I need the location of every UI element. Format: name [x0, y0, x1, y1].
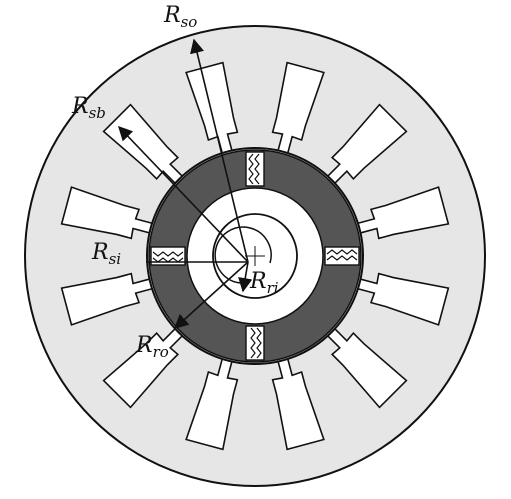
magnet-gaps — [150, 151, 360, 361]
stator-slot — [271, 356, 325, 451]
rotor-radius-arc — [214, 226, 272, 284]
stator-slot — [325, 103, 408, 186]
stator-slot — [185, 356, 239, 451]
label-r-si: Rsi — [91, 240, 121, 268]
stator-slot — [355, 186, 450, 240]
stator-slot — [325, 326, 408, 409]
magnet-gap — [324, 246, 360, 266]
arrow-r-so — [190, 38, 249, 263]
arrow-r-ro — [173, 261, 249, 329]
stator-slot — [102, 326, 185, 409]
magnet-gap — [245, 151, 265, 187]
stator-slot — [355, 272, 450, 326]
label-r-ri: Rri — [249, 269, 279, 297]
label-r-ro: Rro — [135, 333, 169, 361]
stator-slots — [60, 61, 450, 451]
stator-slot — [102, 103, 185, 186]
label-r-so: Rso — [163, 3, 197, 31]
stator-slot — [271, 61, 325, 156]
magnet-ring-inner-edge — [186, 187, 324, 325]
magnet-ring-outer-edge — [148, 149, 362, 363]
label-r-sb: Rsb — [71, 94, 106, 122]
stator-slot — [60, 272, 155, 326]
arrow-r-ri — [238, 261, 253, 293]
arrow-r-sb — [118, 125, 249, 263]
magnet-gap — [245, 325, 265, 361]
stator-slot — [60, 186, 155, 240]
